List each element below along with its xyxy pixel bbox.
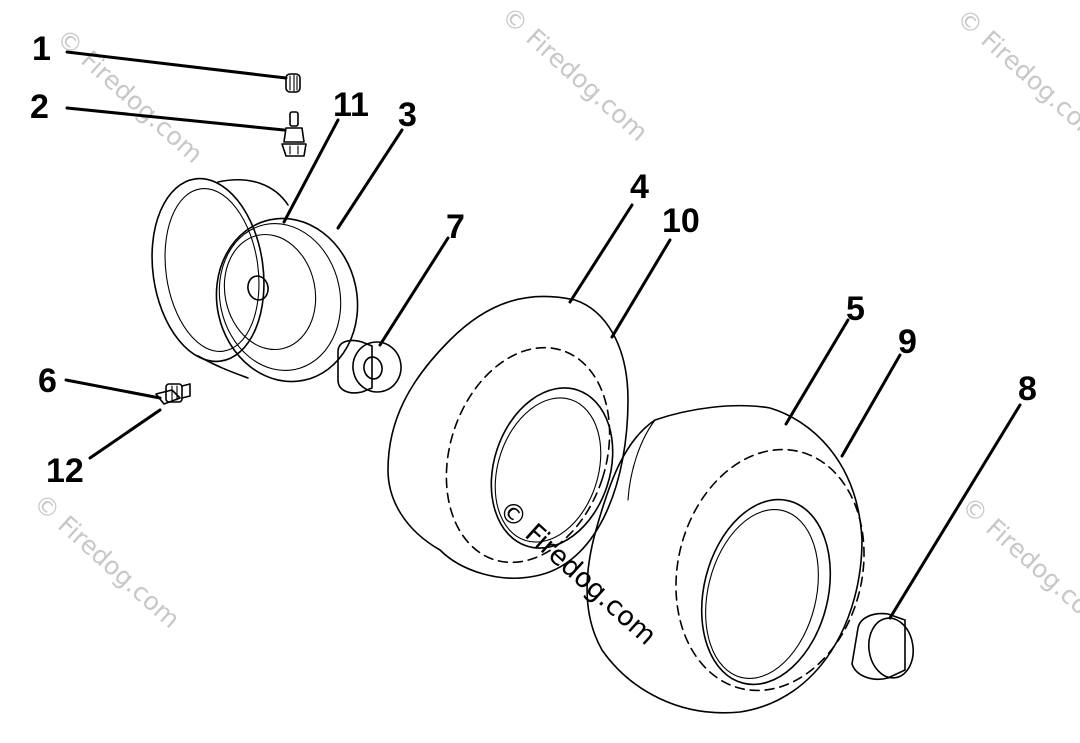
leader-9 [840,353,902,458]
callout-3: 3 [398,96,417,134]
callout-12: 12 [46,452,84,490]
leader-2 [65,106,286,132]
callout-9: 9 [898,323,917,361]
leader-1 [65,50,288,80]
callout-2: 2 [30,88,49,126]
part-7-bushing [337,339,402,394]
callout-6: 6 [38,362,57,400]
leader-3 [336,128,404,230]
leader-12 [88,408,162,460]
callout-10: 10 [662,202,700,240]
part-8-hub-cap [851,612,914,680]
callout-11: 11 [333,86,369,124]
callout-1: 1 [32,30,51,68]
watermark-bottom-right: © Firedog.com [956,491,1080,637]
callout-4: 4 [630,168,649,206]
callout-7: 7 [446,208,465,246]
watermark-top-middle: © Firedog.com [496,1,654,147]
watermark-top-left: © Firedog.com [51,23,209,169]
leader-7 [378,236,450,347]
watermark-center: © Firedog.com [492,494,662,651]
callout-8: 8 [1018,370,1037,408]
part-2-valve-stem [281,111,307,157]
watermark-bottom-left: © Firedog.com [28,488,186,634]
part-4-10-front-tire [387,295,629,579]
leader-5 [784,318,850,426]
leader-8 [888,403,1022,620]
watermark-top-right: © Firedog.com [951,3,1080,149]
part-6-12-fitting [155,383,191,405]
callout-5: 5 [846,290,865,328]
leader-11 [282,118,340,224]
part-3-11-rim [151,177,359,383]
part-1-valve-cap [285,73,301,93]
leader-4 [568,203,634,304]
part-5-9-rear-tire [586,404,865,714]
leader-10 [610,238,672,339]
leader-6 [64,378,162,400]
